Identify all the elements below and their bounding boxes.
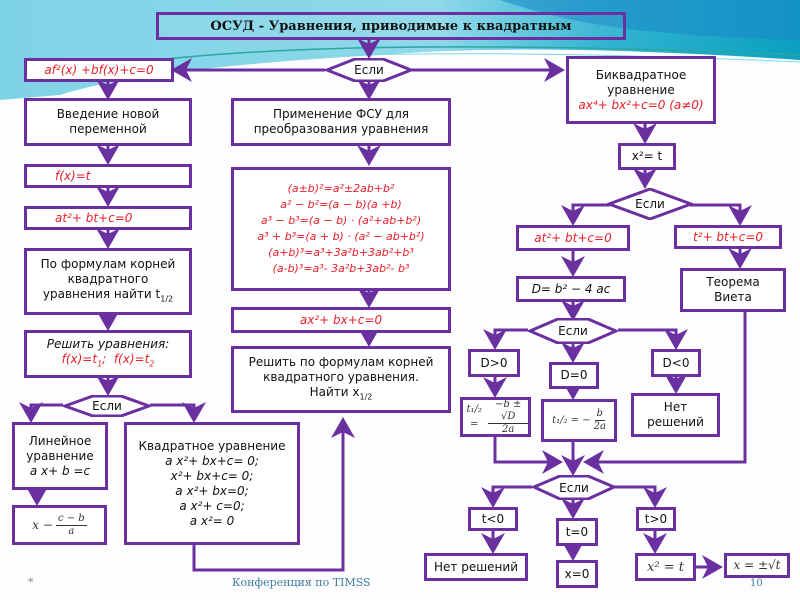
substitution-x2-t: x²= t bbox=[618, 143, 676, 170]
decision-right: Если bbox=[607, 188, 693, 220]
decision-left-label: Если bbox=[92, 399, 122, 413]
discriminant: D= b² − 4 ac bbox=[516, 276, 626, 302]
x-zero: x=0 bbox=[556, 560, 598, 588]
find-t-roots: По формулам корней квадратного уравнения… bbox=[24, 248, 192, 315]
quadratic-t-general: at²+ bt+c=0 bbox=[516, 225, 630, 251]
quadratic-forms: Квадратное уравнение a x²+ bx+c= 0; x²+ … bbox=[124, 422, 300, 545]
no-solutions-d: Нет решений bbox=[631, 393, 720, 437]
left-start-equation: af²(x) +bf(x)+c=0 bbox=[24, 58, 174, 82]
intro-new-variable: Введение новой переменной bbox=[24, 98, 192, 146]
quadratic-in-t: at²+ bt+c=0 bbox=[24, 206, 192, 230]
two-roots-formula: t₁/₂ = −b ± √D 2a bbox=[460, 397, 531, 437]
x-solution: x = ±√t bbox=[724, 553, 790, 578]
d-negative: D<0 bbox=[651, 349, 701, 377]
x-squared-t: x² = t bbox=[635, 553, 696, 581]
footer-star: * bbox=[28, 576, 34, 589]
quadratic-t-reduced: t²+ bt+c=0 bbox=[674, 225, 782, 249]
solve-quadratic-x: Решить по формулам корней квадратного ур… bbox=[231, 346, 451, 413]
title-text: ОСУД - Уравнения, приводимые к квадратны… bbox=[210, 18, 572, 34]
solve-equations: Решить уравнения: f(x)=t1; f(x)=t2 bbox=[24, 330, 192, 378]
footer-conference: Конференция по TIMSS bbox=[232, 576, 371, 589]
decision-t-sign: Если bbox=[532, 475, 616, 500]
decision-main-label: Если bbox=[354, 63, 384, 77]
apply-fsu: Применение ФСУ для преобразования уравне… bbox=[231, 98, 451, 146]
vieta-theorem: Теорема Виета bbox=[680, 268, 786, 312]
t-zero: t=0 bbox=[556, 518, 598, 546]
t-negative: t<0 bbox=[468, 507, 518, 531]
substitution-ft: f(x)=t bbox=[24, 164, 192, 188]
biquadratic-equation: Биквадратное уравнение ax⁴+ bx²+c=0 (a≠0… bbox=[566, 56, 716, 124]
decision-left: Если bbox=[63, 395, 151, 417]
d-zero: D=0 bbox=[549, 362, 599, 389]
one-root-formula: t₁/₂ = − b 2a bbox=[541, 399, 617, 442]
decision-main: Если bbox=[325, 58, 413, 82]
decision-discriminant-label: Если bbox=[558, 324, 588, 338]
fsu-formulas: (a±b)²=a²±2ab+b² a² − b²=(a − b)(a +b) a… bbox=[231, 167, 451, 291]
decision-t-sign-label: Если bbox=[559, 480, 589, 495]
linear-equation: Линейное уравнение a x+ b =c bbox=[12, 422, 108, 490]
d-positive: D>0 bbox=[468, 349, 520, 377]
decision-discriminant: Если bbox=[528, 318, 618, 344]
decision-right-label: Если bbox=[635, 197, 665, 211]
page-number: 10 bbox=[750, 578, 763, 589]
t-positive: t>0 bbox=[636, 507, 676, 531]
quadratic-in-x: ax²+ bx+c=0 bbox=[231, 307, 451, 333]
no-solutions-t: Нет решений bbox=[424, 553, 528, 581]
linear-solution: x − c − b a bbox=[12, 505, 107, 545]
page-title: ОСУД - Уравнения, приводимые к квадратны… bbox=[156, 12, 626, 40]
